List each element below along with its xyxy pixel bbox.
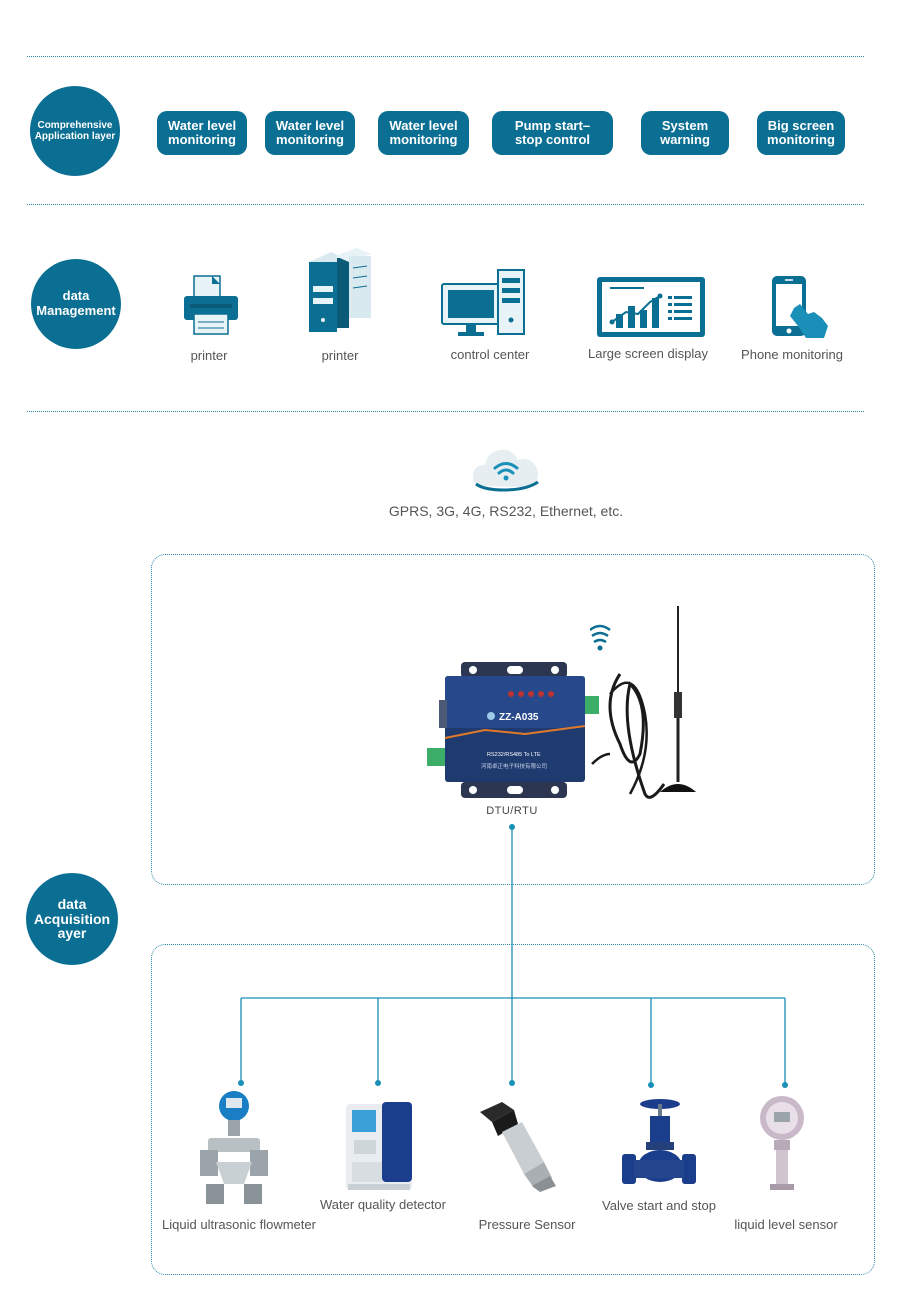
divider-application (27, 204, 864, 205)
water-quality-detector-icon (346, 1102, 412, 1190)
flowmeter-icon (200, 1091, 268, 1204)
app-item-big-screen: Big screen monitoring (757, 111, 845, 155)
level-sensor-icon (760, 1096, 804, 1190)
app-item-water-level-3: Water level monitoring (378, 111, 469, 155)
application-layer-badge: Comprehensive Application layer (30, 86, 120, 176)
dtu-sub-text: RS232/RS485 To LTE (487, 752, 541, 758)
sensor-section-box (151, 944, 875, 1275)
cloud-wifi-icon (472, 449, 539, 492)
application-layer-label: Comprehensive Application layer (34, 119, 116, 143)
management-caption-phone: Phone monitoring (741, 347, 843, 362)
sensor-caption-valve: Valve start and stop (602, 1198, 716, 1213)
divider-top (27, 56, 864, 57)
sensor-caption-pressure: Pressure Sensor (478, 1217, 576, 1232)
acquisition-layer-label: data Acquisition ayer (33, 895, 111, 942)
sensor-caption-level: liquid level sensor (734, 1217, 838, 1232)
network-label: GPRS, 3G, 4G, RS232, Ethernet, etc. (388, 503, 624, 519)
chart-screen-icon (597, 277, 705, 337)
antenna-image (590, 606, 696, 799)
divider-management (27, 411, 864, 412)
dtu-company-text: 河南卓正电子科技有限公司 (481, 762, 547, 770)
printer-icon (184, 275, 238, 335)
valve-icon (622, 1099, 696, 1184)
management-caption-server: printer (321, 348, 359, 363)
management-caption-large-screen: Large screen display (588, 346, 708, 361)
sensor-caption-water-quality: Water quality detector (320, 1197, 446, 1212)
app-item-water-level-1: Water level monitoring (157, 111, 247, 155)
management-caption-printer: printer (190, 348, 228, 363)
app-item-system-warning: System warning (641, 111, 729, 155)
management-layer-badge: data Management (31, 259, 121, 349)
management-layer-label: data Management (36, 288, 116, 318)
phone-touch-icon (772, 276, 828, 338)
server-icon (309, 248, 371, 332)
dtu-label: DTU/RTU (486, 805, 538, 817)
dtu-section-box (151, 554, 875, 885)
dtu-device-image: ZZ-A035 RS232/RS485 To LTE 河南卓正电子科技有限公司 (427, 662, 599, 798)
pressure-sensor-icon (480, 1102, 556, 1192)
app-item-pump-control: Pump start– stop control (492, 111, 613, 155)
management-caption-control-center: control center (450, 347, 530, 362)
acquisition-layer-badge: data Acquisition ayer (26, 873, 118, 965)
desktop-computer-icon (441, 269, 525, 336)
dtu-model-text: ZZ-A035 (499, 712, 539, 723)
sensor-caption-flowmeter: Liquid ultrasonic flowmeter (162, 1217, 316, 1232)
app-item-water-level-2: Water level monitoring (265, 111, 355, 155)
